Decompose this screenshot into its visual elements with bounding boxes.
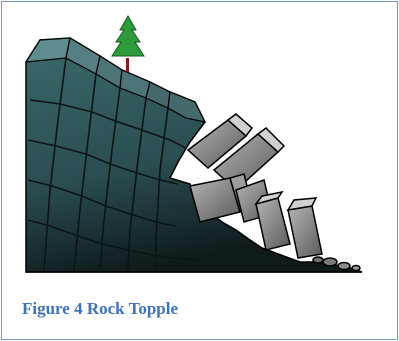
pine-tree-icon <box>112 16 144 72</box>
figure-caption: Figure 4 Rock Topple <box>22 299 178 319</box>
